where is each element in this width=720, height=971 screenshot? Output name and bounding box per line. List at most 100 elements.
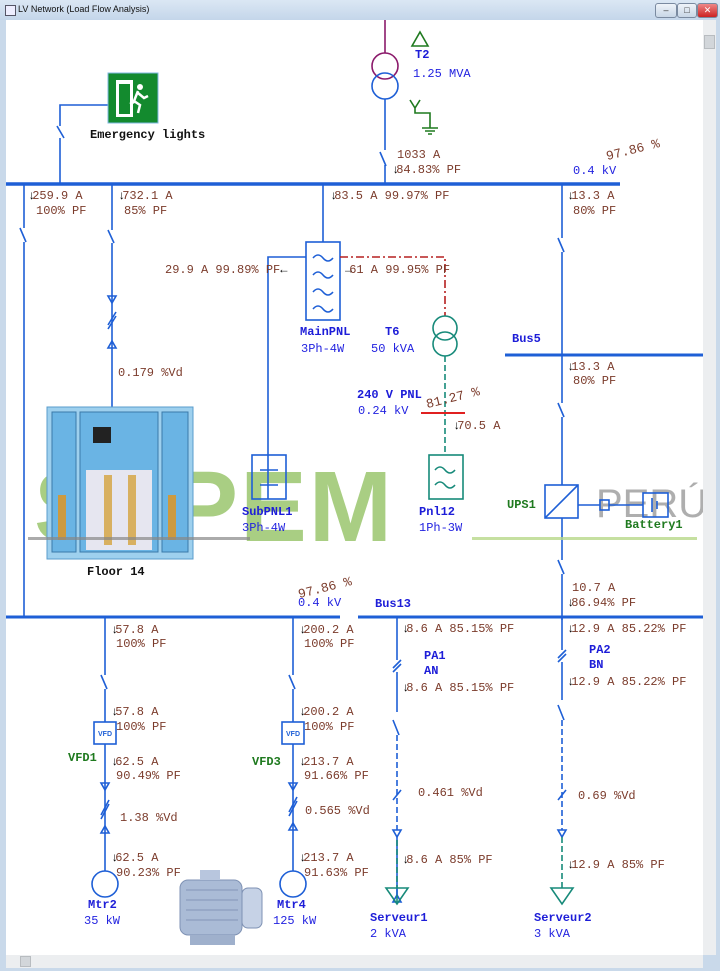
bus13-name-label: Bus13 <box>375 598 411 611</box>
pnl12-type-label: 1Ph-3W <box>419 522 462 535</box>
flow: 8.6 A 85% PF <box>406 853 493 867</box>
pnl12-type: 1Ph-3W <box>419 521 463 535</box>
current: 62.5 A <box>115 755 159 769</box>
bus5-current-label: ↓13.3 A <box>567 361 614 374</box>
t6-secondary-winding <box>432 331 458 357</box>
floor14-label: Floor 14 <box>87 565 145 579</box>
pa2-name-label: PA2 <box>589 644 611 657</box>
voltage-drop: 0.69 %Vd <box>578 789 636 803</box>
bus5-pf: 80% PF <box>573 374 617 388</box>
t6-rating: 50 kVA <box>371 342 415 356</box>
ups1-current: 10.7 A <box>572 581 616 595</box>
branch-current: 732.1 A <box>122 189 173 203</box>
main-bus-kv: 0.4 kV <box>573 164 617 178</box>
branch-flow-label: ↓83.5 A 99.97% PF <box>330 190 449 203</box>
mainpnl-right-flow: 61 A 99.95% PF <box>349 263 451 277</box>
breaker-icon <box>557 237 565 253</box>
flow-label: ↓12.9 A 85.22% PF <box>567 676 686 689</box>
flow-arrow-icon: ↓ <box>111 705 119 719</box>
voltage-drop-label: 0.565 %Vd <box>305 805 370 818</box>
voltage-drop: 0.461 %Vd <box>418 786 483 800</box>
serveur2-name: Serveur2 <box>534 911 592 925</box>
branch-current: 259.9 A <box>32 189 83 203</box>
pnl12-name: Pnl12 <box>419 505 456 519</box>
flow-arrow-icon: ↓ <box>402 681 410 695</box>
flow: 12.9 A 85.22% PF <box>571 622 687 636</box>
t2-primary-winding <box>371 52 399 80</box>
scroll-thumb[interactable] <box>704 35 715 49</box>
flow-arrow-icon: ↓ <box>453 419 461 433</box>
mainpnl-type-label: 3Ph-4W <box>301 343 344 356</box>
mainpnl-name: MainPNL <box>300 325 351 339</box>
close-button[interactable]: ✕ <box>697 3 718 18</box>
branch-current: 13.3 A <box>571 189 615 203</box>
ups1-pf: 86.94% PF <box>571 596 637 610</box>
flow-arrow-icon: ↓ <box>567 596 575 610</box>
maximize-button[interactable]: □ <box>677 3 697 18</box>
watermark-bar <box>28 537 250 540</box>
flow-arrow-icon: ↓ <box>392 163 400 177</box>
floor14-label-label: Floor 14 <box>87 566 145 579</box>
voltage-drop-label: 0.179 %Vd <box>118 367 183 380</box>
current-label: ↓62.5 A <box>111 756 158 769</box>
serveur1-rating-label: 2 kVA <box>370 928 406 941</box>
pnl240-name: 240 V PNL <box>357 388 422 402</box>
voltage-drop-label: 1.38 %Vd <box>120 812 178 825</box>
flow-arrow-icon: ↓ <box>567 675 575 689</box>
current-label: ↓213.7 A <box>299 852 354 865</box>
serveur1-load-icon <box>384 887 410 906</box>
pf-label: 91.63% PF <box>304 867 369 880</box>
vfd1-name: VFD1 <box>68 751 97 765</box>
t6-rating-label: 50 kVA <box>371 343 414 356</box>
pa1-phase-label: AN <box>424 665 438 678</box>
mainpnl-left-flow: 29.9 A 99.89% PF <box>165 263 281 277</box>
t2-name-label: T2 <box>415 49 429 62</box>
mtr4-rating: 125 kW <box>273 914 317 928</box>
current: 200.2 A <box>303 705 354 719</box>
flow-arrow-icon: ↓ <box>28 189 36 203</box>
breaker-icon <box>557 402 565 418</box>
pf: 90.23% PF <box>116 866 181 880</box>
pnl240-current-label: ↓70.5 A <box>453 420 500 433</box>
flow-label: ↓8.6 A 85% PF <box>402 854 493 867</box>
window-title: LV Network (Load Flow Analysis) <box>18 4 150 14</box>
branch-pf: 80% PF <box>573 204 617 218</box>
breaker-icon <box>392 719 400 736</box>
pa2-phase-label: BN <box>589 659 603 672</box>
bus5-name: Bus5 <box>512 332 541 346</box>
bus13-kv: 0.4 kV <box>298 596 342 610</box>
current-label: ↓62.5 A <box>111 852 158 865</box>
main-bus-kv-label: 0.4 kV <box>573 165 616 178</box>
current-label: ↓200.2 A <box>299 706 354 719</box>
vfd3-name: VFD3 <box>252 755 281 769</box>
subpnl1-name: SubPNL1 <box>242 505 293 519</box>
cable-end-icon <box>106 339 118 349</box>
mtr4-name-label: Mtr4 <box>277 899 306 912</box>
t2-name: T2 <box>415 48 430 62</box>
vertical-scrollbar[interactable] <box>703 20 716 955</box>
mtr4-name: Mtr4 <box>277 898 306 912</box>
mainpnl-type: 3Ph-4W <box>301 342 345 356</box>
minimize-button[interactable]: – <box>655 3 677 18</box>
scroll-thumb[interactable] <box>20 956 31 967</box>
flow-label: ↓8.6 A 85.15% PF <box>402 623 514 636</box>
ups1-name: UPS1 <box>507 498 536 512</box>
voltage-drop: 0.565 %Vd <box>305 804 370 818</box>
branch-pf-label: 80% PF <box>573 205 616 218</box>
subpnl1-type-label: 3Ph-4W <box>242 522 285 535</box>
serveur2-load-icon <box>549 887 575 906</box>
vfd3-symbol-text: VFD <box>286 731 300 738</box>
branch-current-label: ↓732.1 A <box>118 190 173 203</box>
horizontal-scrollbar[interactable] <box>6 955 703 968</box>
title-bar: LV Network (Load Flow Analysis) – □ ✕ <box>0 0 720 20</box>
grounded-wye-icon <box>409 99 438 135</box>
vfd1-name-label: VFD1 <box>68 752 97 765</box>
mtr4-rating-label: 125 kW <box>273 915 316 928</box>
pf: 100% PF <box>116 637 167 651</box>
vfd1-symbol-text: VFD <box>98 731 112 738</box>
current: 57.8 A <box>115 623 159 637</box>
breaker-icon <box>19 227 27 243</box>
pf-label: 100% PF <box>116 638 166 651</box>
flow-arrow-icon: ← <box>280 263 288 277</box>
ups1-name-label: UPS1 <box>507 499 536 512</box>
